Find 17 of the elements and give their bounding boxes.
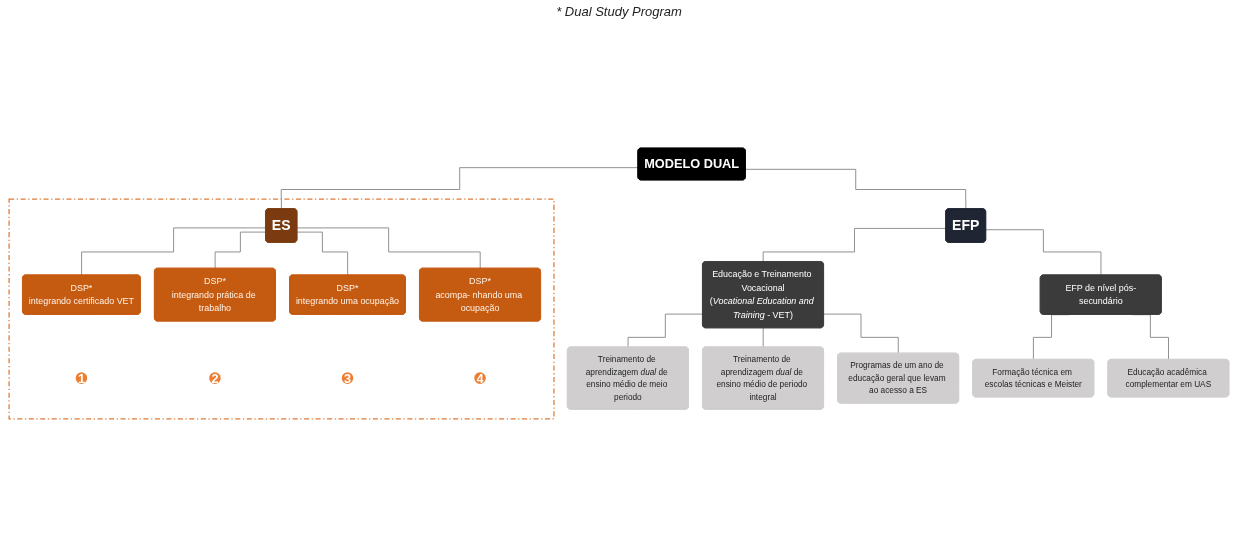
connector	[214, 231, 267, 269]
connector	[81, 227, 267, 276]
connector	[762, 327, 764, 348]
connector	[296, 231, 349, 276]
connector	[280, 167, 639, 210]
node-circle: 4	[472, 370, 488, 386]
node-circle: 1	[73, 370, 90, 386]
connector	[985, 229, 1102, 276]
connector	[627, 313, 704, 348]
cluster	[8, 198, 555, 420]
node-circle: 3	[339, 370, 356, 386]
footnote-text: * Dual Study Program	[556, 4, 682, 19]
connector	[296, 227, 481, 269]
connector	[745, 168, 967, 210]
connector	[823, 313, 899, 354]
connector	[762, 227, 947, 263]
node-circle: 2	[207, 370, 223, 386]
